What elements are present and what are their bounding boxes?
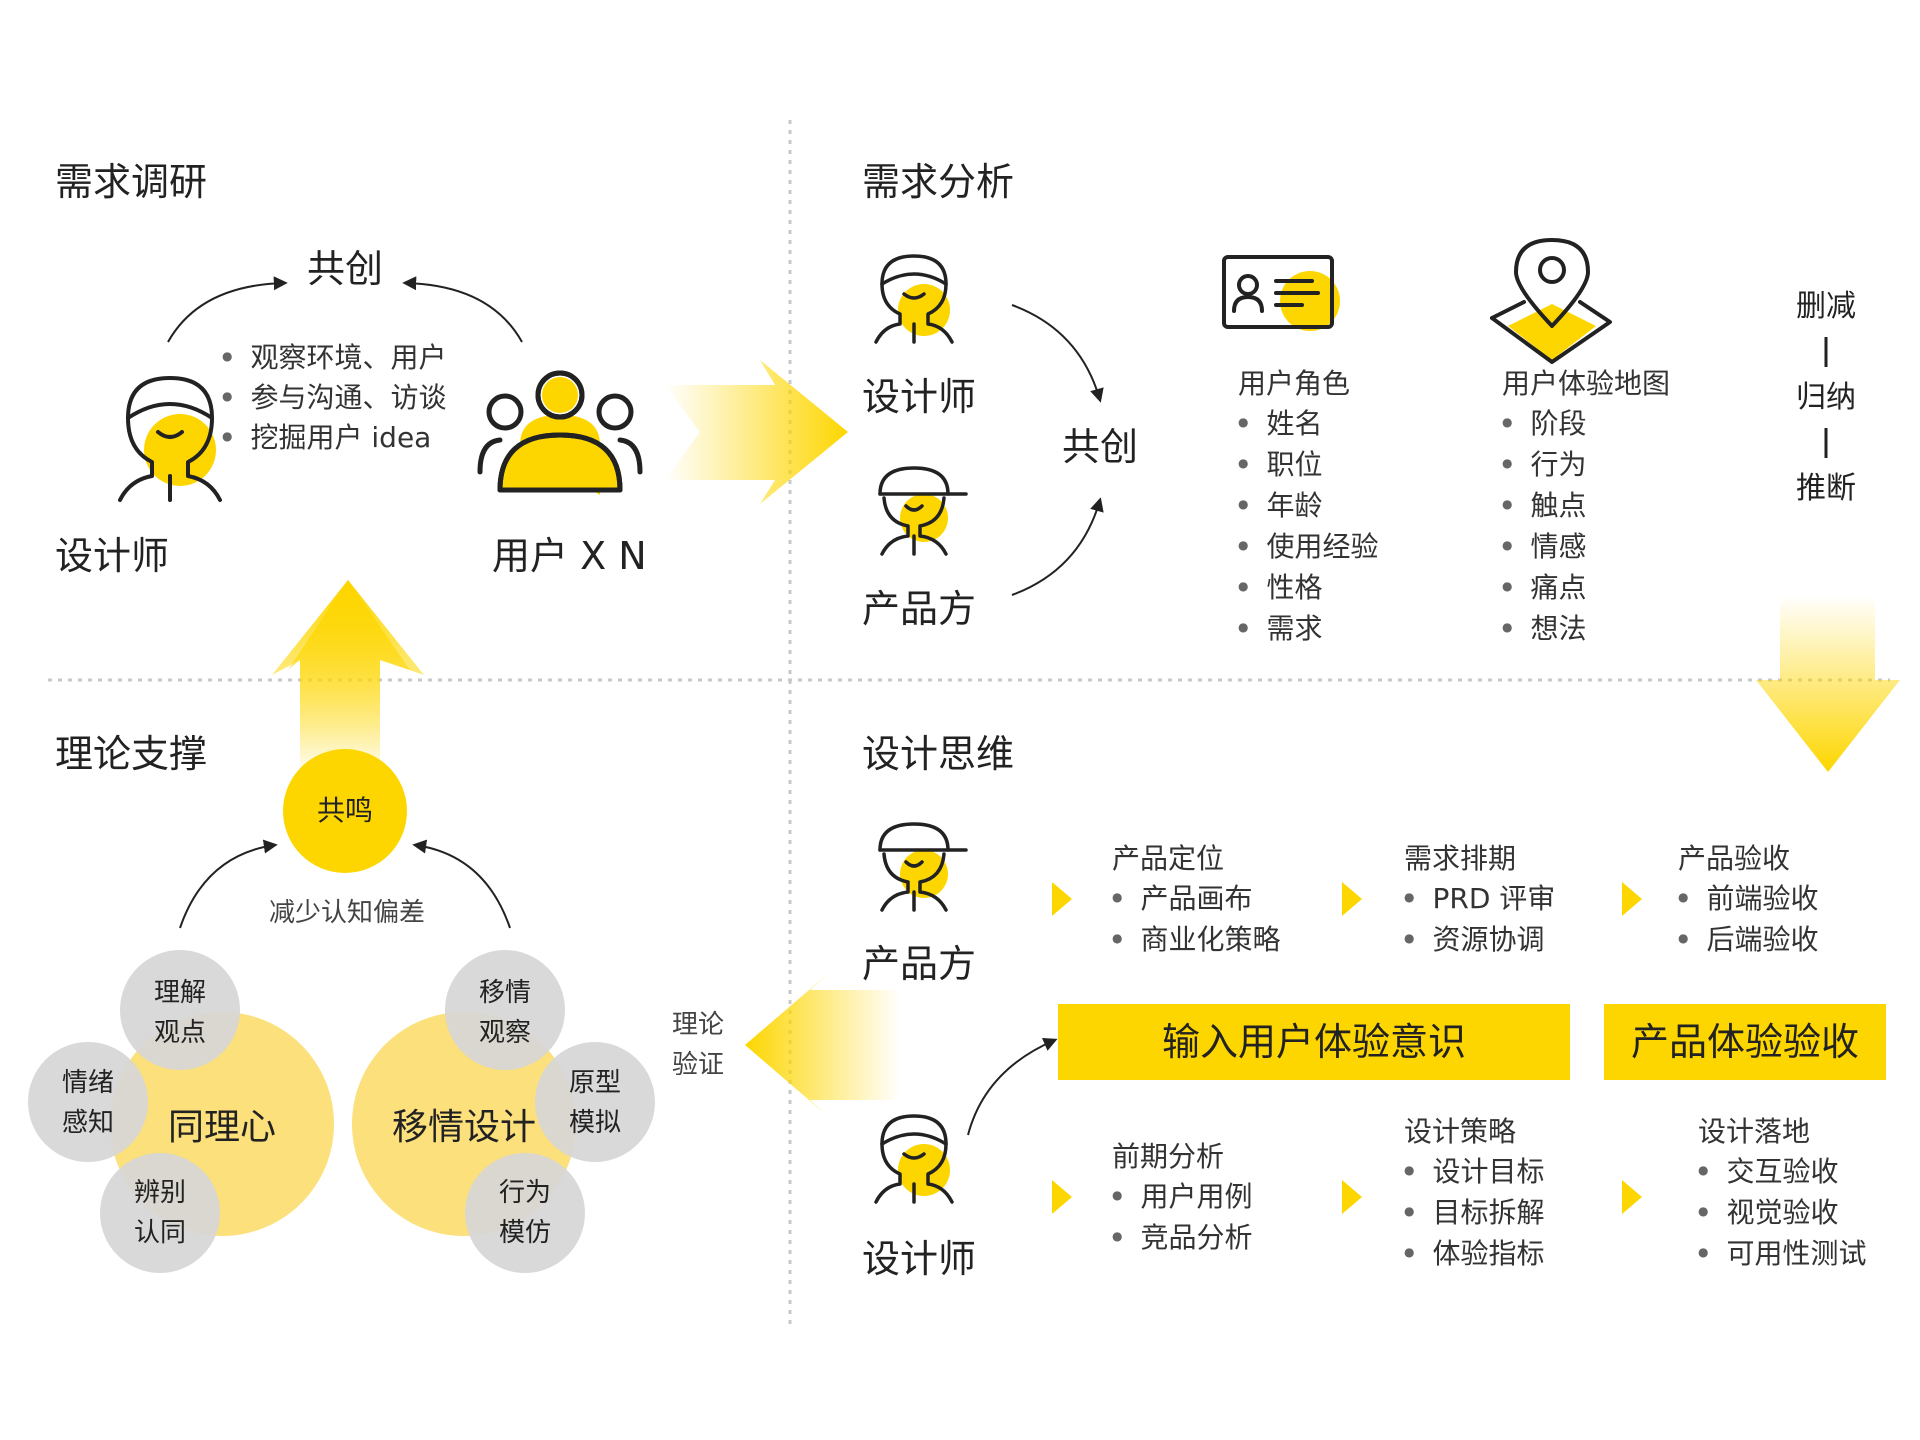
empathy-petal: 理解	[153, 978, 207, 1008]
verify-label-1: 理论	[672, 1010, 725, 1040]
designer-stage-item: 可用性测试	[1698, 1240, 1866, 1268]
arrow-right-icon	[665, 360, 848, 504]
persona-item: 使用经验	[1238, 533, 1378, 561]
verify-label-2: 验证	[672, 1050, 725, 1080]
empathy-petal: 观点	[153, 1018, 207, 1048]
analysis-title: 需求分析	[862, 160, 1015, 204]
empathy-design-center-label: 移情设计	[391, 1107, 537, 1148]
id-card-icon	[1222, 255, 1340, 331]
banner-left-bg	[1058, 1004, 1570, 1080]
persona-item: 职位	[1238, 451, 1322, 479]
journey-item: 阶段	[1502, 410, 1586, 438]
product-stage-heading: 需求排期	[1404, 842, 1517, 875]
research-users-label: 用户 X N	[492, 534, 647, 578]
empathy-design-petal: 原型	[568, 1068, 622, 1098]
empathy-petal: 辨别	[133, 1178, 187, 1208]
empathy-design-petal: 移情	[478, 978, 532, 1008]
product-stage-heading: 产品定位	[1112, 842, 1225, 875]
analysis-cocreate: 共创	[1062, 425, 1139, 469]
thinking-title: 设计思维	[862, 732, 1015, 776]
product-stage-item: 后端验收	[1678, 926, 1818, 954]
curve-arrow-research-left	[167, 276, 288, 343]
thinking-designer-label: 设计师	[862, 1237, 977, 1281]
research-cocreate: 共创	[306, 247, 384, 291]
empathy-petal: 情绪	[61, 1068, 115, 1098]
curve-arrow-theory-right	[412, 839, 511, 929]
curve-arrow-designer	[967, 1037, 1058, 1136]
designer-stage-heading: 前期分析	[1112, 1140, 1225, 1173]
designer-avatar-small-icon	[874, 254, 954, 344]
banner-left-label: 输入用户体验意识	[1161, 1020, 1467, 1064]
research-bullet: 观察环境、用户	[222, 344, 446, 372]
research-bullet: 参与沟通、访谈	[222, 384, 446, 412]
banner-right-bg	[1604, 1004, 1886, 1080]
designer-stage-heading: 设计落地	[1698, 1115, 1811, 1148]
empathy-petal: 感知	[61, 1108, 115, 1138]
curve-arrow-theory-left	[179, 839, 278, 929]
analysis-product-label: 产品方	[862, 587, 977, 631]
curve-arrow-research-right	[402, 276, 523, 343]
persona-item: 姓名	[1238, 410, 1322, 438]
analysis-designer-label: 设计师	[862, 375, 977, 419]
users-group-icon	[477, 370, 643, 495]
map-pin-icon	[1490, 238, 1612, 364]
arrow-up-icon	[272, 580, 424, 780]
designer-avatar-thinking-icon	[874, 1114, 954, 1204]
persona-item: 性格	[1238, 574, 1322, 602]
journey-item: 行为	[1502, 451, 1586, 479]
thinking-product-label: 产品方	[862, 942, 977, 986]
curve-arrow-analysis-bottom	[1011, 497, 1104, 596]
empathy-center-label: 同理心	[167, 1107, 277, 1148]
empathy-design-cluster	[352, 950, 655, 1273]
persona-heading: 用户角色	[1238, 367, 1351, 400]
resonance-label: 共鸣	[316, 794, 374, 827]
journey-heading: 用户体验地图	[1502, 367, 1671, 400]
product-avatar-thinking-icon	[878, 822, 968, 912]
designer-stage-item: 目标拆解	[1404, 1199, 1544, 1227]
step-summarize: 归纳	[1796, 380, 1856, 415]
resonance-circle	[283, 749, 407, 873]
product-stage-item: 资源协调	[1404, 926, 1544, 954]
step-infer: 推断	[1796, 471, 1856, 506]
product-stage-item: PRD 评审	[1404, 885, 1555, 913]
product-stage-heading: 产品验收	[1678, 842, 1791, 875]
research-designer-label: 设计师	[55, 534, 170, 578]
product-stage-item: 商业化策略	[1112, 926, 1280, 954]
designer-stage-item: 视觉验收	[1698, 1199, 1838, 1227]
persona-item: 年龄	[1238, 492, 1322, 520]
step-reduce: 删减	[1796, 289, 1856, 324]
product-stage-item: 产品画布	[1112, 885, 1252, 913]
step-triangles	[1052, 882, 1642, 1214]
designer-stage-item: 设计目标	[1404, 1158, 1544, 1186]
designer-stage-item: 竞品分析	[1112, 1224, 1252, 1252]
designer-stage-item: 用户用例	[1112, 1183, 1252, 1211]
research-bullet: 挖掘用户 idea	[222, 424, 431, 452]
banner-right-label: 产品体验验收	[1630, 1020, 1860, 1064]
designer-avatar-icon	[118, 376, 222, 502]
reduce-bias-label: 减少认知偏差	[268, 898, 426, 928]
designer-stage-item: 交互验收	[1698, 1158, 1838, 1186]
journey-item: 触点	[1502, 492, 1586, 520]
journey-item: 痛点	[1502, 574, 1586, 602]
empathy-design-petal: 模仿	[498, 1218, 552, 1248]
theory-title: 理论支撑	[55, 732, 208, 776]
arrow-left-icon	[745, 972, 900, 1118]
journey-item: 情感	[1502, 533, 1586, 561]
empathy-petal: 认同	[133, 1218, 187, 1248]
persona-item: 需求	[1238, 615, 1322, 643]
arrow-down-icon	[1756, 595, 1900, 772]
research-title: 需求调研	[55, 160, 208, 204]
empathy-cluster	[28, 950, 334, 1273]
designer-stage-heading: 设计策略	[1404, 1115, 1517, 1148]
empathy-design-petal: 观察	[478, 1018, 532, 1048]
product-avatar-icon	[878, 466, 968, 556]
product-stage-item: 前端验收	[1678, 885, 1818, 913]
curve-arrow-analysis-top	[1011, 304, 1104, 403]
journey-item: 想法	[1502, 615, 1586, 643]
empathy-design-petal: 模拟	[568, 1108, 622, 1138]
empathy-design-petal: 行为	[498, 1178, 552, 1208]
designer-stage-item: 体验指标	[1404, 1240, 1544, 1268]
